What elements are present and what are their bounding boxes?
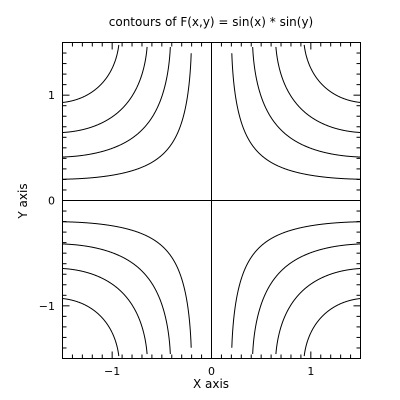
contour-line (62, 46, 148, 134)
contour-line (252, 243, 361, 354)
chart-title: contours of F(x,y) = sin(x) * sin(y) (109, 15, 314, 29)
x-tick-label: 1 (307, 365, 314, 378)
contour-lines (62, 44, 361, 357)
zero-axes (62, 42, 361, 359)
y-tick-label: 1 (48, 89, 55, 102)
contour-line (62, 221, 192, 348)
y-tick-label: 0 (48, 195, 55, 208)
x-tick-label: −1 (104, 365, 120, 378)
contour-line (231, 53, 361, 180)
contour-line (62, 298, 120, 357)
x-axis-label: X axis (193, 377, 229, 391)
contour-line (303, 44, 361, 103)
contour-line (303, 298, 361, 357)
contour-line (275, 267, 361, 355)
contour-line (62, 44, 120, 103)
axis-ticks (62, 42, 361, 359)
tick-labels: −1 0 1 −1 0 1 (39, 89, 315, 378)
contour-line (62, 47, 171, 158)
contour-line (62, 53, 192, 180)
contour-line (252, 47, 361, 158)
x-tick-label: 0 (208, 365, 215, 378)
y-axis-label: Y axis (16, 183, 30, 219)
contour-line (62, 243, 171, 354)
contour-line (62, 267, 148, 355)
contour-line (275, 46, 361, 134)
y-tick-label: −1 (39, 300, 55, 313)
contour-line (231, 221, 361, 348)
